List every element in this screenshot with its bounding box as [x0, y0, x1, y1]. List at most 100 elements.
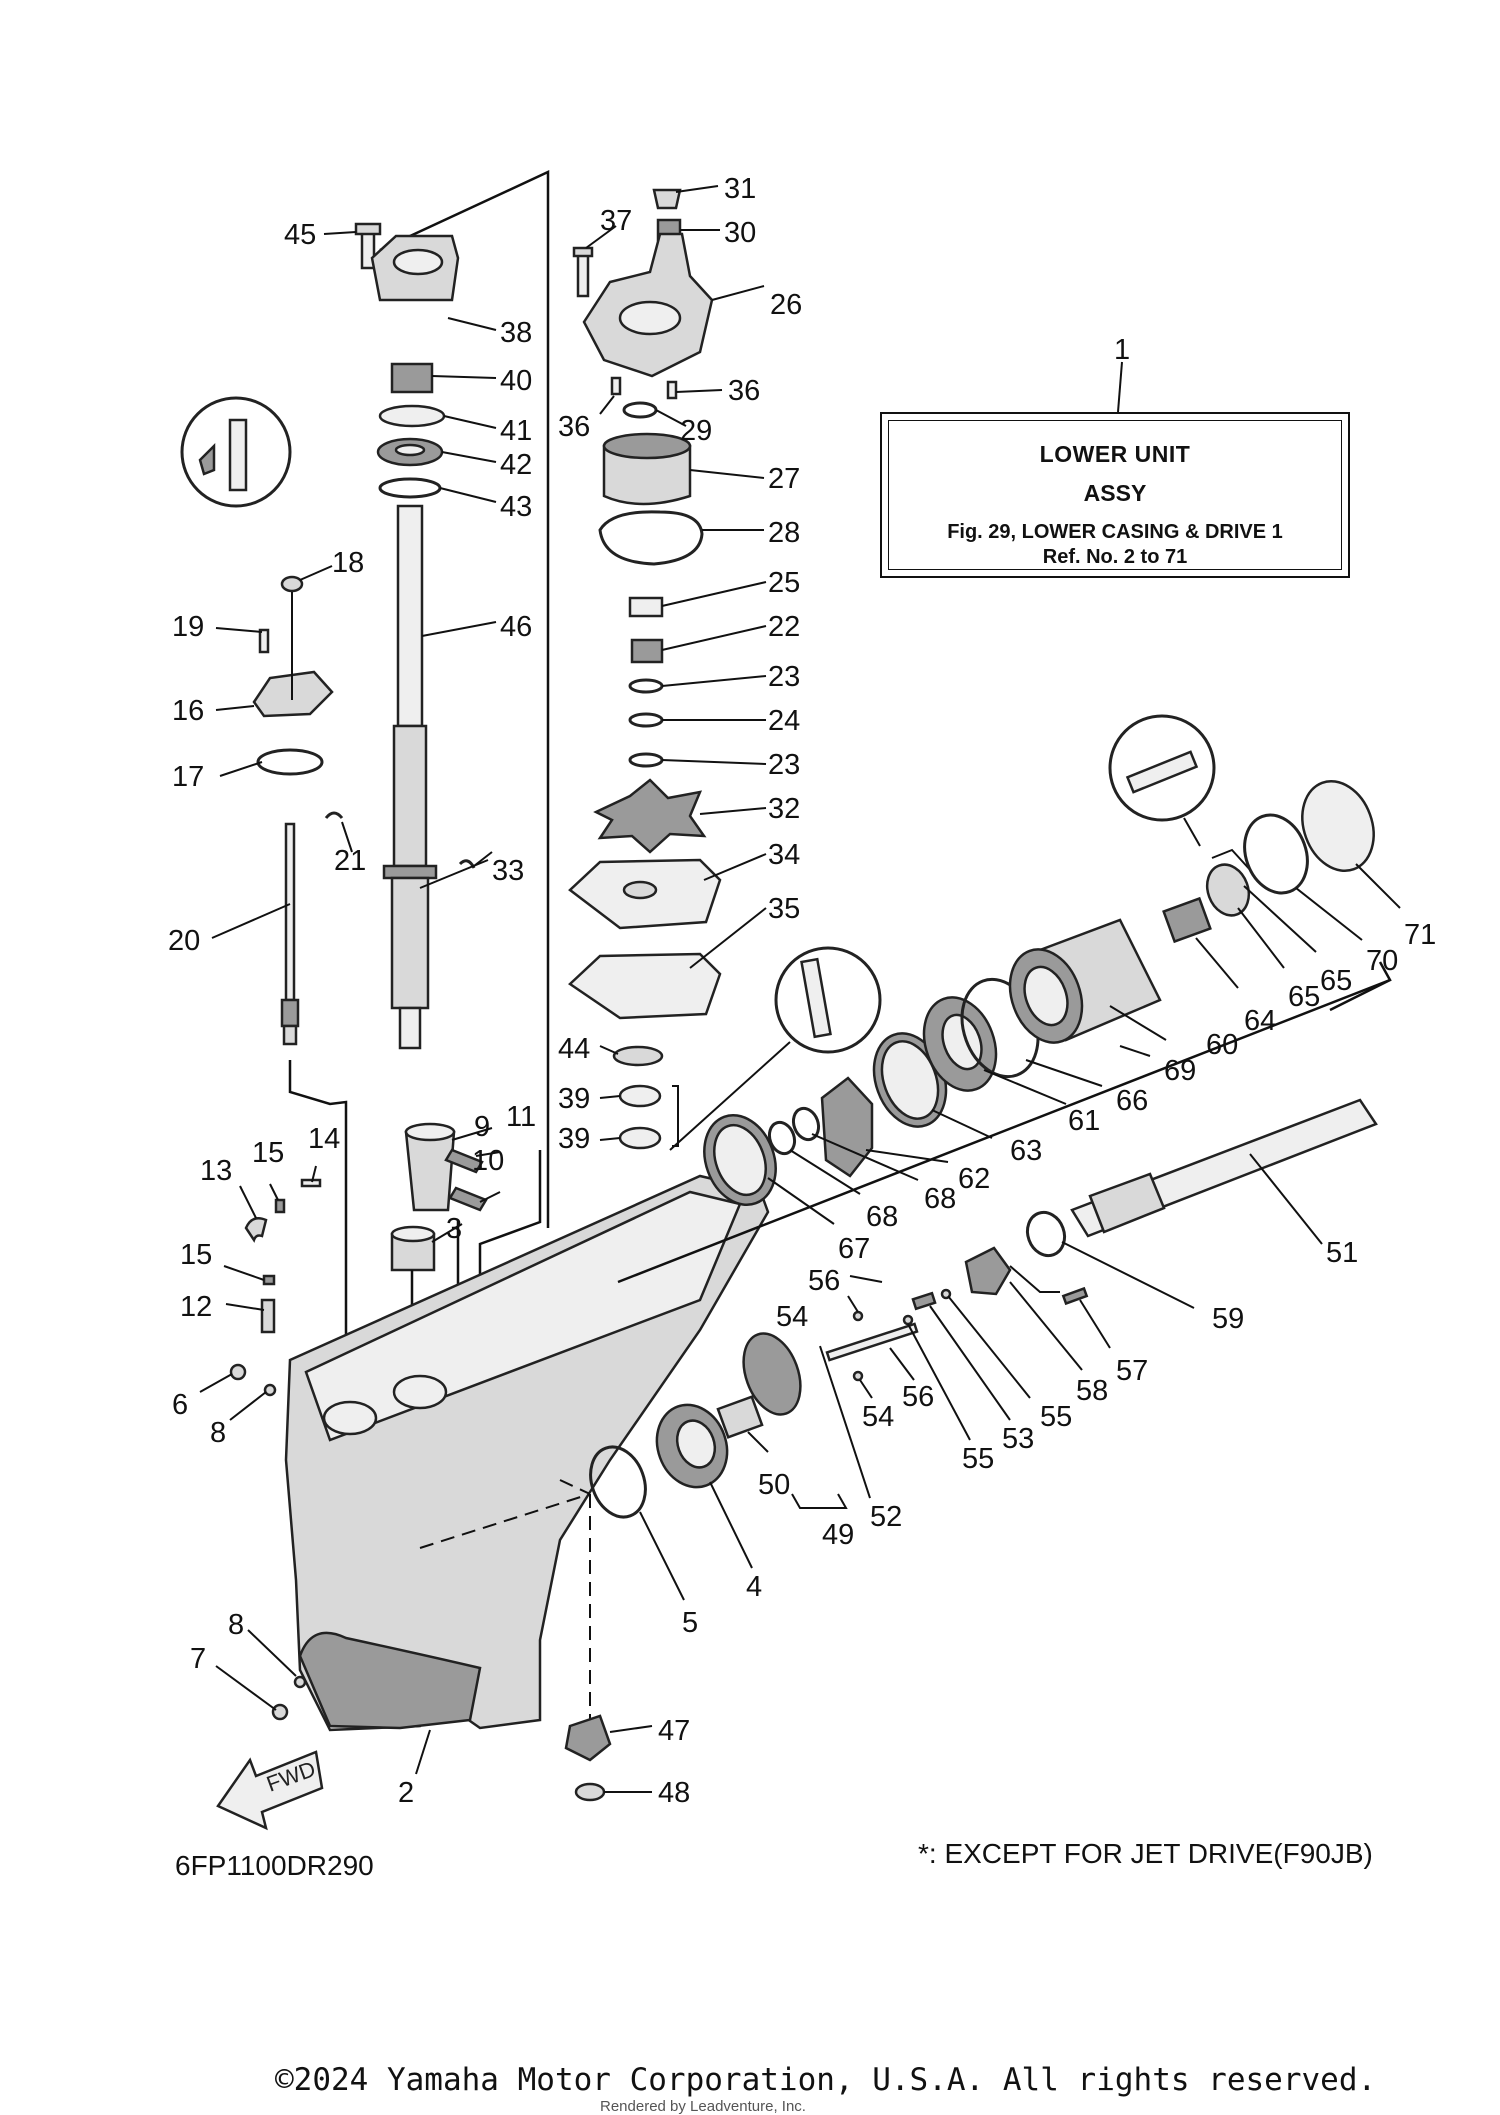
part-67-shim: [703, 1113, 777, 1207]
part-27-pump-insert-cartridge: [602, 432, 692, 506]
callout-32: 32: [768, 793, 800, 825]
callout-69: 69: [1164, 1055, 1196, 1087]
callout-66: 66: [1116, 1085, 1148, 1117]
callout-45: 45: [284, 219, 316, 251]
callout-23-upper: 23: [768, 661, 800, 693]
part-2-lower-casing: [284, 1174, 770, 1732]
part-5-o-ring: [589, 1445, 647, 1519]
part-36-dowel-right: [666, 380, 678, 400]
part-7-screw: [271, 1703, 289, 1721]
callout-17: 17: [172, 761, 204, 793]
callout-7: 7: [190, 1643, 206, 1675]
part-58-dog-clutch: [964, 1246, 1012, 1296]
part-40-bearing: [390, 362, 434, 394]
callout-54-upper: 54: [776, 1301, 808, 1333]
part-68-washer-right: [791, 1106, 821, 1142]
callout-47: 47: [658, 1715, 690, 1747]
part-59-spring-clip: [1025, 1210, 1067, 1258]
part-68-washer-left: [767, 1120, 797, 1156]
callout-36-left: 36: [558, 411, 590, 443]
part-34-outer-plate: [568, 858, 722, 930]
copyright-notice: ©2024 Yamaha Motor Corporation, U.S.A. A…: [275, 2062, 1377, 2098]
callout-18: 18: [332, 547, 364, 579]
part-57-cross-pin: [1061, 1286, 1089, 1306]
callout-59: 59: [1212, 1303, 1244, 1335]
part-32-impeller: [593, 778, 707, 854]
legend-ref-range: Ref. No. 2 to 71: [1042, 546, 1188, 568]
callout-21: 21: [334, 845, 366, 877]
part-11-damper: [444, 1148, 484, 1174]
callout-10: 10: [472, 1145, 504, 1177]
callout-39-upper: 39: [558, 1083, 590, 1115]
callout-41: 41: [500, 415, 532, 447]
part-24-o-ring: [628, 712, 664, 728]
part-52-shift-plunger: [825, 1322, 919, 1362]
legend-title: LOWER UNIT: [1039, 441, 1191, 467]
part-54-ball-upper: [852, 1310, 864, 1322]
detail-circle-shift-rod: [180, 396, 292, 508]
part-14-pin: [300, 1178, 322, 1188]
callout-42: 42: [500, 449, 532, 481]
part-49-forward-gear: [742, 1332, 802, 1416]
part-10-damper: [448, 1186, 488, 1212]
legend-callout-number: 1: [1114, 334, 1131, 366]
detail-circle-seal-right: [1108, 714, 1216, 822]
callout-56-lower: 56: [902, 1381, 934, 1413]
callout-55-left: 55: [962, 1443, 994, 1475]
callout-25: 25: [768, 567, 800, 599]
callout-23-lower: 23: [768, 749, 800, 781]
part-23-o-ring-lower: [628, 752, 664, 768]
diagram-code: 6FP1100DR290: [175, 1850, 374, 1881]
callout-28: 28: [768, 517, 800, 549]
part-37-bolt: [572, 246, 594, 298]
callout-56-upper: 56: [808, 1265, 840, 1297]
part-50-bearing: [716, 1395, 764, 1439]
part-13-elbow-hose: [244, 1217, 268, 1243]
part-17-o-ring: [256, 748, 324, 776]
callout-4: 4: [746, 1571, 762, 1603]
part-53-spring: [911, 1291, 937, 1311]
footnote: *: EXCEPT FOR JET DRIVE(F90JB): [918, 1838, 1373, 1869]
callout-44: 44: [558, 1033, 590, 1065]
legend-box[interactable]: LOWER UNIT ASSY Fig. 29, LOWER CASING & …: [880, 412, 1350, 578]
part-22-bushing: [630, 638, 664, 664]
callout-labels: 45 38 40 41 42 43 46 37 31 30 26 36 36 2…: [168, 173, 1436, 1809]
callout-57: 57: [1116, 1355, 1148, 1387]
part-60-prop-shaft-housing: [1008, 918, 1162, 1044]
callout-49: 49: [822, 1519, 854, 1551]
callout-9: 9: [474, 1111, 490, 1143]
callout-16: 16: [172, 695, 204, 727]
part-8-washer-upper: [263, 1383, 277, 1397]
part-36-dowel-left: [610, 376, 622, 396]
render-watermark: Rendered by Leadventure, Inc.: [600, 2098, 806, 2115]
callout-62: 62: [958, 1163, 990, 1195]
callout-3: 3: [446, 1213, 462, 1245]
part-64-needle-bearing: [1162, 896, 1212, 944]
part-19-bolt: [258, 628, 270, 654]
callout-61: 61: [1068, 1105, 1100, 1137]
callout-15-upper: 15: [252, 1137, 284, 1169]
part-9-sleeve: [404, 1122, 456, 1212]
part-55-ball-left: [902, 1314, 914, 1326]
callout-48: 48: [658, 1777, 690, 1809]
callout-38: 38: [500, 317, 532, 349]
callout-14: 14: [308, 1123, 340, 1155]
legend-figure-ref: Fig. 29, LOWER CASING & DRIVE 1: [947, 521, 1283, 543]
callout-54-lower: 54: [862, 1401, 894, 1433]
callout-50: 50: [758, 1469, 790, 1501]
callout-51: 51: [1326, 1237, 1358, 1269]
part-39-seal-upper: [618, 1084, 662, 1108]
callout-31: 31: [724, 173, 756, 205]
callout-40: 40: [500, 365, 532, 397]
part-31-cap: [652, 188, 682, 210]
callout-46: 46: [500, 611, 532, 643]
part-12-fitting: [260, 1298, 276, 1334]
part-20-shift-rod: [280, 822, 300, 1046]
leader-lines: [199, 185, 1401, 1793]
part-23-o-ring-upper: [628, 678, 664, 694]
part-26-pump-housing: [582, 232, 714, 378]
callout-37: 37: [600, 205, 632, 237]
callout-53: 53: [1002, 1423, 1034, 1455]
part-70-circlip: [1243, 813, 1309, 895]
